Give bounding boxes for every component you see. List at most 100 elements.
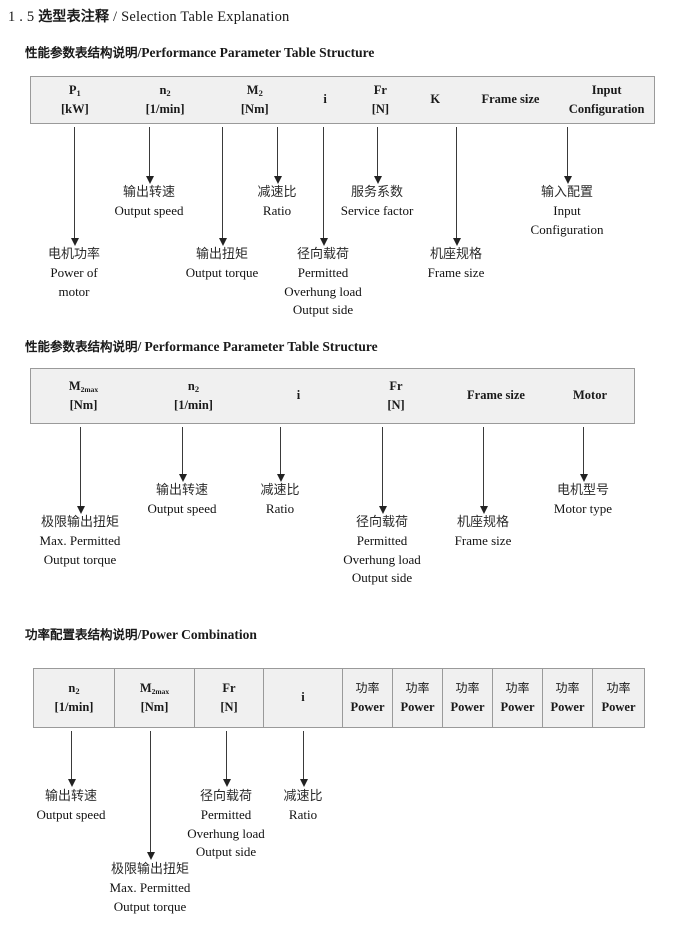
table-3-col-power-5-cn: 功率 xyxy=(555,681,580,696)
arrow-to-ratio xyxy=(273,127,282,184)
table-1-col-i-symbol: i xyxy=(323,92,327,107)
page-title-separator: / xyxy=(113,9,118,25)
callout-service-factor-en-1: Service factor xyxy=(340,203,414,219)
table-1-col-m2: M2 [Nm] xyxy=(211,77,298,123)
arrow-to-max-permitted-output-torque-3 xyxy=(146,731,155,860)
table-3-col-power-2: 功率 Power xyxy=(393,669,443,727)
page-title-cn: 选型表注释 xyxy=(38,9,110,25)
callout-output-speed: 输出转速 Output speed xyxy=(115,184,184,221)
callout-permitted-overhung-load: 径向载荷 Permitted Overhung load Output side xyxy=(284,246,362,320)
table-3-col-power-6: 功率 Power xyxy=(593,669,644,727)
callout-motor-type-2-en-1: Motor type xyxy=(553,501,613,517)
section-2-heading-cn: 性能参数表结构说明 xyxy=(25,339,138,354)
table-3-col-i-symbol: i xyxy=(301,690,305,705)
callout-permitted-overhung-load-en-2: Overhung load xyxy=(284,283,362,299)
table-3-col-power-6-cn: 功率 xyxy=(606,681,631,696)
section-2-heading-en: Performance Parameter Table Structure xyxy=(144,339,378,354)
table-2-col-i-symbol: i xyxy=(296,388,301,403)
section-3-heading-en: Power Combination xyxy=(141,627,257,642)
table-3-col-m2max-unit: [Nm] xyxy=(140,700,169,714)
callout-motor-type-2: 电机型号 Motor type xyxy=(554,482,612,519)
table-1-col-m2-unit: [Nm] xyxy=(240,102,269,116)
table-3-col-m2max-symbol: M2max xyxy=(139,680,170,696)
section-2-heading: 性能参数表结构说明/ Performance Parameter Table S… xyxy=(25,336,378,355)
table-2-col-frame-size-symbol: Frame size xyxy=(467,388,525,403)
table-2-col-m2max-unit: [Nm] xyxy=(69,398,98,412)
table-3-col-power-2-cn: 功率 xyxy=(405,681,430,696)
table-3-col-m2max: M2max [Nm] xyxy=(115,669,195,727)
callout-output-torque-en-1: Output torque xyxy=(185,265,259,281)
page-title: 1 . 5 选型表注释 / Selection Table Explanatio… xyxy=(8,6,290,26)
callout-output-speed-2-en-1: Output speed xyxy=(147,501,217,517)
callout-max-permitted-output-torque-3-cn: 极限输出扭矩 xyxy=(110,862,190,877)
arrow-to-ratio-3 xyxy=(299,731,308,787)
section-1-heading-en: Performance Parameter Table Structure xyxy=(141,45,375,60)
callout-permitted-overhung-load-3-cn: 径向载荷 xyxy=(199,789,252,804)
table-3-col-power-3-en: Power xyxy=(450,699,485,714)
section-1-heading-cn: 性能参数表结构说明 xyxy=(25,45,138,60)
table-1-col-fr-unit: [N] xyxy=(371,102,390,116)
table-2-col-n2-unit: [1/min] xyxy=(174,398,213,412)
callout-input-configuration: 输入配置 Input Configuration xyxy=(531,184,604,239)
callout-permitted-overhung-load-3: 径向载荷 Permitted Overhung load Output side xyxy=(187,788,265,862)
section-1-heading: 性能参数表结构说明/Performance Parameter Table St… xyxy=(25,42,374,61)
callout-power-of-motor-en-2: motor xyxy=(58,283,90,299)
callout-frame-size: 机座规格 Frame size xyxy=(428,246,485,283)
callout-service-factor-cn: 服务系数 xyxy=(350,185,404,200)
callout-ratio-3-en-1: Ratio xyxy=(288,807,318,823)
table-2-col-i: i xyxy=(251,369,346,423)
callout-permitted-overhung-load-en-1: Permitted xyxy=(297,265,349,281)
section-3-heading-separator: / xyxy=(137,627,142,642)
table-2-col-m2max: M2max [Nm] xyxy=(31,369,136,423)
section-3-heading: 功率配置表结构说明/Power Combination xyxy=(25,624,257,643)
callout-max-permitted-output-torque-3-en-2: Output torque xyxy=(113,898,187,914)
callout-ratio: 减速比 Ratio xyxy=(257,184,296,221)
callout-permitted-overhung-load-en-3: Output side xyxy=(292,302,354,318)
callout-permitted-overhung-load-2-cn: 径向载荷 xyxy=(355,515,408,530)
table-3-col-power-5: 功率 Power xyxy=(543,669,593,727)
table-2-col-m2max-symbol: M2max xyxy=(68,378,99,394)
arrow-to-output-speed-2 xyxy=(178,427,187,482)
callout-output-speed-3: 输出转速 Output speed xyxy=(37,788,106,825)
table-2-col-fr-unit: [N] xyxy=(387,398,405,412)
table-3-col-n2-unit: [1/min] xyxy=(54,700,94,714)
section-3-heading-cn: 功率配置表结构说明 xyxy=(25,627,138,642)
arrow-to-frame-size xyxy=(452,127,461,246)
callout-max-permitted-output-torque-2-en-1: Max. Permitted xyxy=(39,533,121,549)
callout-ratio-2-en-1: Ratio xyxy=(265,501,295,517)
callout-frame-size-2-cn: 机座规格 xyxy=(456,515,510,530)
table-1-col-n2: n2 [1/min] xyxy=(119,77,212,123)
table-1-col-frame-size: Frame size xyxy=(462,77,560,123)
table-1-col-p1: P1 [kW] xyxy=(31,77,119,123)
callout-output-speed-3-en-1: Output speed xyxy=(36,807,106,823)
table-1-col-k: K xyxy=(409,77,462,123)
table-1-col-p1-symbol: P1 xyxy=(68,82,81,98)
callout-permitted-overhung-load-3-en-3: Output side xyxy=(195,844,257,860)
arrow-to-power-of-motor xyxy=(70,127,79,246)
table-3-col-power-1-en: Power xyxy=(350,699,385,714)
section-1-heading-separator: / xyxy=(137,45,142,60)
table-3-col-power-1: 功率 Power xyxy=(343,669,393,727)
table-1-col-n2-unit: [1/min] xyxy=(145,102,185,116)
callout-output-speed-cn: 输出转速 xyxy=(122,185,175,200)
table-3-col-i: i xyxy=(264,669,343,727)
table-1-col-frame-size-symbol: Frame size xyxy=(481,92,540,107)
table-3-col-power-4-en: Power xyxy=(500,699,535,714)
table-3-col-power-4-cn: 功率 xyxy=(505,681,530,696)
table-2-col-motor: Motor xyxy=(546,369,634,423)
arrow-to-output-torque xyxy=(218,127,227,246)
callout-max-permitted-output-torque-3: 极限输出扭矩 Max. Permitted Output torque xyxy=(110,861,191,916)
callout-ratio-en-1: Ratio xyxy=(262,203,292,219)
callout-ratio-2: 减速比 Ratio xyxy=(260,482,299,519)
callout-power-of-motor-cn: 电机功率 xyxy=(47,247,101,262)
table-1-col-fr-symbol: Fr xyxy=(373,82,387,97)
performance-parameter-table-1: P1 [kW] n2 [1/min] M2 [Nm] i Fr [N] K Fr… xyxy=(30,76,655,124)
callout-frame-size-cn: 机座规格 xyxy=(429,247,483,262)
callout-permitted-overhung-load-2-en-1: Permitted xyxy=(356,533,408,549)
table-1-col-p1-unit: [kW] xyxy=(60,102,89,116)
arrow-to-output-speed-3 xyxy=(67,731,76,787)
table-3-col-n2: n2 [1/min] xyxy=(34,669,115,727)
table-2-col-n2-symbol: n2 xyxy=(187,378,200,394)
callout-max-permitted-output-torque-2-en-2: Output torque xyxy=(43,551,117,567)
arrow-to-output-speed xyxy=(145,127,154,184)
